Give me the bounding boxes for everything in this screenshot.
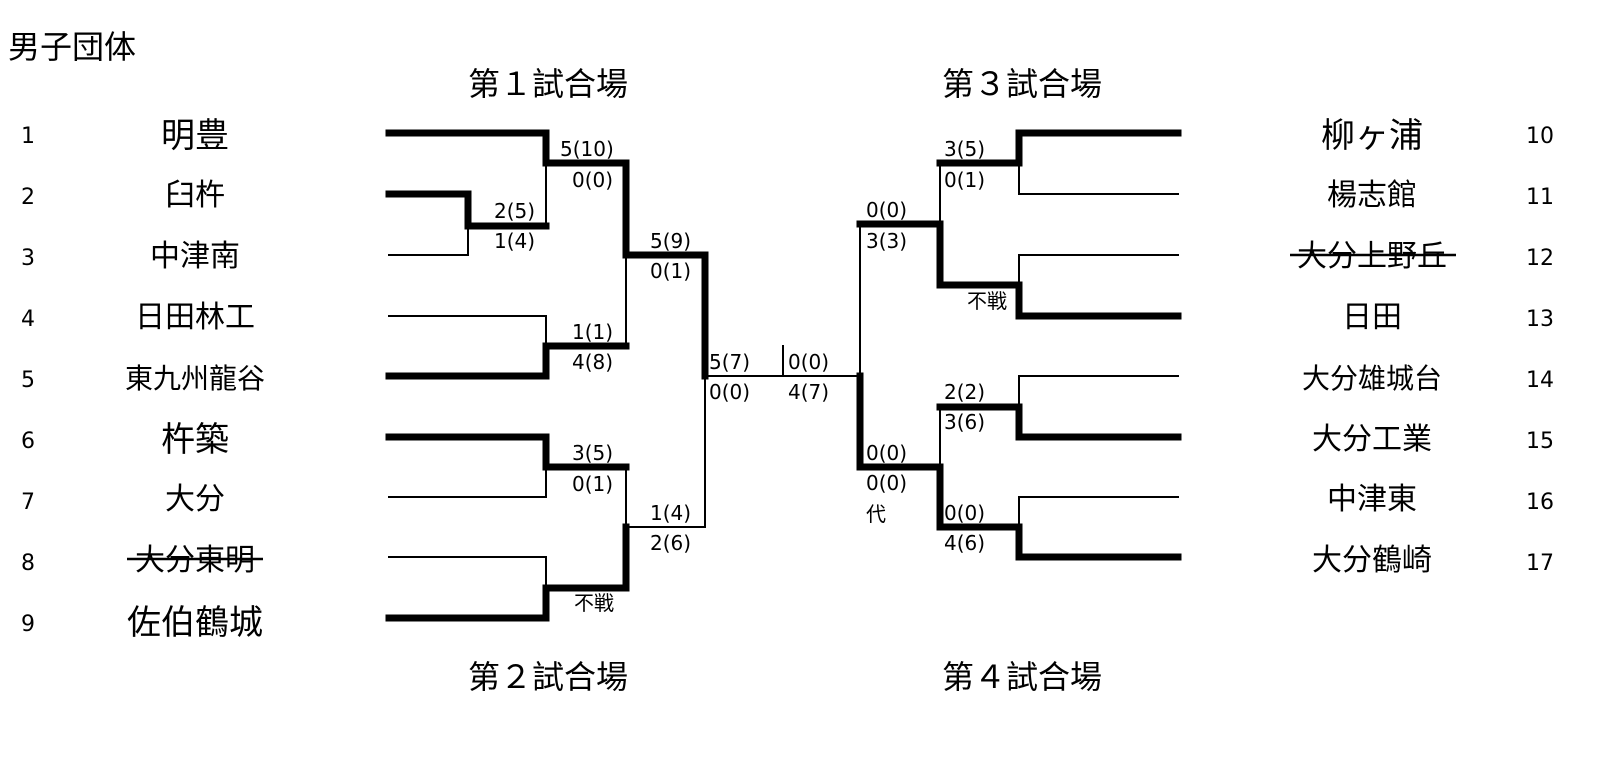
score-label: 5(7)	[709, 350, 750, 374]
score-label: 3(5)	[572, 441, 613, 465]
team-name: 東九州龍谷	[125, 362, 265, 395]
score-label: 5(10)	[560, 137, 614, 161]
team-seed-number: 4	[21, 307, 35, 332]
winner-path	[385, 129, 709, 380]
team-name: 臼杵	[165, 178, 225, 213]
score-label: 0(1)	[650, 259, 691, 283]
right-seed-numbers: 10 11 12 13 14 15 16 17	[1526, 124, 1554, 576]
team-name: 大分上野丘	[1297, 239, 1447, 274]
team-seed-number: 1	[21, 124, 35, 149]
score-label: 0(0)	[944, 501, 985, 525]
team-name: 杵築	[161, 420, 229, 460]
score-label: 1(4)	[494, 229, 535, 253]
score-label: 0(0)	[866, 198, 907, 222]
team-seed-number: 9	[21, 612, 35, 637]
team-seed-number: 11	[1526, 185, 1554, 210]
score-label: 4(7)	[788, 380, 829, 404]
team-seed-number: 7	[21, 490, 35, 515]
team-name: 日田	[1342, 300, 1402, 335]
team-name: 大分	[165, 482, 225, 517]
score-label: 0(0)	[572, 168, 613, 192]
team-seed-number: 16	[1526, 490, 1554, 515]
score-label: 0(0)	[788, 350, 829, 374]
venue-label-4: 第４試合場	[942, 658, 1102, 696]
score-label: 2(6)	[650, 531, 691, 555]
score-label: 1(4)	[650, 501, 691, 525]
score-label: 1(1)	[572, 320, 613, 344]
score-label: 0(0)	[709, 380, 750, 404]
team-seed-number: 10	[1526, 124, 1554, 149]
score-label: 0(0)	[866, 441, 907, 465]
score-label: 5(9)	[650, 229, 691, 253]
venue-label-3: 第３試合場	[942, 65, 1102, 103]
team-name: 大分雄城台	[1302, 362, 1442, 395]
team-seed-number: 3	[21, 246, 35, 271]
venue-label-2: 第２試合場	[468, 658, 628, 696]
team-name: 大分工業	[1312, 422, 1432, 457]
team-seed-number: 8	[21, 551, 35, 576]
winner-path	[385, 342, 630, 380]
score-label: 3(6)	[944, 410, 985, 434]
team-seed-number: 2	[21, 185, 35, 210]
right-team-names: 柳ヶ浦 楊志館 大分上野丘 日田 大分雄城台 大分工業 中津東 大分鶴崎	[1297, 116, 1447, 578]
score-label: 4(8)	[572, 350, 613, 374]
bracket-lines-thick	[385, 129, 1182, 622]
score-label: 0(1)	[944, 168, 985, 192]
winner-path	[385, 433, 630, 471]
score-label: 0(0)	[866, 471, 907, 495]
page-title: 男子団体	[8, 28, 136, 66]
winner-path	[936, 129, 1182, 167]
team-seed-number: 14	[1526, 368, 1554, 393]
match-scores: 2(5) 1(4) 5(10) 0(0) 1(1) 4(8) 3(5) 0(1)…	[494, 137, 1007, 615]
score-label: 2(5)	[494, 199, 535, 223]
bracket-lines-thin	[388, 162, 1179, 589]
substitute-label: 代	[866, 502, 886, 526]
winner-path	[856, 220, 1182, 320]
team-name: 大分鶴崎	[1312, 543, 1432, 578]
score-label: 2(2)	[944, 380, 985, 404]
winner-path	[856, 372, 1182, 561]
team-seed-number: 12	[1526, 246, 1554, 271]
score-label: 4(6)	[944, 531, 985, 555]
team-name: 中津東	[1327, 482, 1417, 517]
winner-path	[385, 523, 630, 622]
walkover-label: 不戦	[574, 591, 614, 615]
team-name: 柳ヶ浦	[1321, 116, 1423, 156]
team-name: 明豊	[161, 116, 229, 156]
left-team-names: 明豊 臼杵 中津南 日田林工 東九州龍谷 杵築 大分 大分東明 佐伯鶴城	[125, 116, 265, 643]
team-seed-number: 15	[1526, 429, 1554, 454]
team-seed-number: 13	[1526, 307, 1554, 332]
team-seed-number: 5	[21, 368, 35, 393]
left-seed-numbers: 1 2 3 4 5 6 7 8 9	[21, 124, 35, 637]
score-label: 3(3)	[866, 229, 907, 253]
score-label: 0(1)	[572, 472, 613, 496]
score-label: 3(5)	[944, 137, 985, 161]
winner-path	[385, 190, 550, 230]
team-name: 大分東明	[135, 543, 255, 578]
team-name: 楊志館	[1327, 178, 1417, 213]
walkover-label: 不戦	[967, 289, 1007, 313]
winner-path	[936, 403, 1182, 441]
team-seed-number: 17	[1526, 551, 1554, 576]
team-name: 佐伯鶴城	[127, 603, 263, 643]
team-seed-number: 6	[21, 429, 35, 454]
team-name: 中津南	[150, 239, 240, 274]
venue-label-1: 第１試合場	[468, 65, 628, 103]
team-name: 日田林工	[135, 300, 255, 335]
